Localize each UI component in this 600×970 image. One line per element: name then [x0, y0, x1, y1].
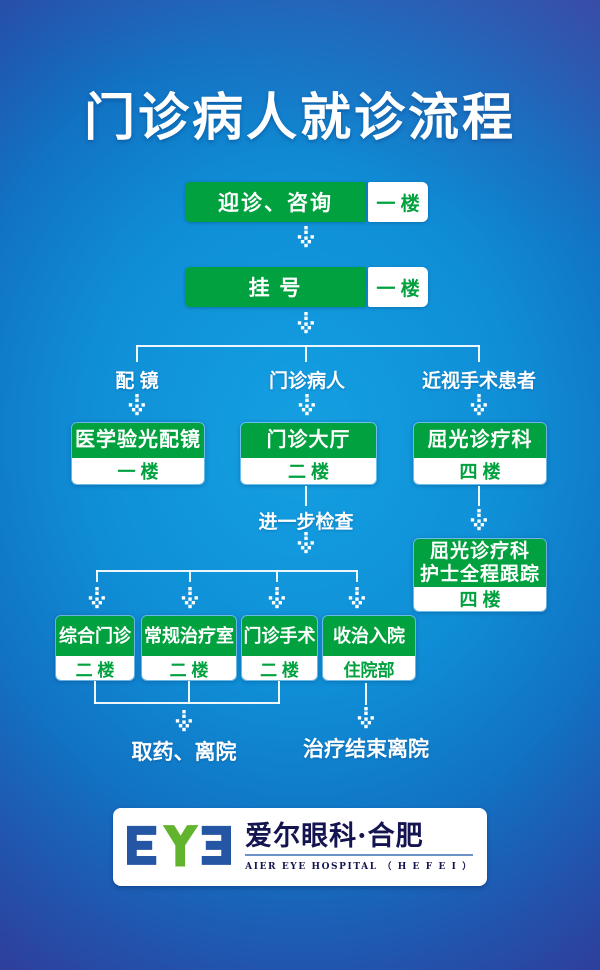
branch-label-optical: 配 镜 — [115, 371, 159, 392]
floor-tag: 二 楼 — [56, 656, 134, 680]
dotted-arrow-icon — [297, 532, 314, 554]
branch-label-myopia-surgery: 近视手术患者 — [421, 371, 537, 392]
logo-card: 爱尔眼科·合肥 AIER EYE HOSPITAL （ H E F E I ） — [113, 808, 487, 886]
connector-line — [276, 570, 278, 582]
dotted-arrow-icon — [175, 710, 192, 732]
further-check-label: 进一步检查 — [258, 512, 354, 533]
dept-box-admission: 收治入院 住院部 — [322, 615, 416, 681]
brand-block: 爱尔眼科·合肥 AIER EYE HOSPITAL （ H E F E I ） — [245, 822, 473, 872]
connector-line — [96, 570, 98, 582]
connector-line — [189, 570, 191, 582]
dept-name: 收治入院 — [323, 616, 415, 656]
dotted-arrow-icon — [181, 587, 198, 609]
step-box-reception: 迎诊、咨询 一 楼 — [185, 182, 428, 222]
floor-tag: 一 楼 — [368, 267, 428, 307]
dotted-arrow-icon — [128, 394, 145, 416]
dept-name: 综合门诊 — [56, 616, 134, 656]
dept-box-routine-treatment: 常规治疗室 二 楼 — [141, 615, 237, 681]
connector-line — [305, 345, 307, 362]
outcome-label-pharmacy-discharge: 取药、离院 — [131, 741, 237, 764]
connector-line — [136, 345, 138, 362]
dept-name-line2: 护士全程跟踪 — [419, 564, 540, 585]
step-box-registration: 挂 号 一 楼 — [185, 267, 428, 307]
floor-tag: 一 楼 — [368, 182, 428, 222]
outcome-label-treatment-discharge: 治疗结束离院 — [303, 738, 429, 761]
connector-line — [365, 683, 367, 705]
brand-divider — [245, 854, 473, 856]
dotted-arrow-icon — [297, 226, 314, 248]
connector-line — [96, 570, 358, 572]
dept-name: 门诊大厅 — [241, 423, 376, 458]
dept-box-refractive-followup: 屈光诊疗科 护士全程跟踪 四 楼 — [413, 538, 547, 612]
connector-line — [356, 570, 358, 582]
eye-logo-icon — [127, 825, 232, 867]
connector-line — [94, 702, 280, 704]
dept-box-optometry: 医学验光配镜 一 楼 — [71, 422, 205, 485]
branch-label-outpatient: 门诊病人 — [268, 371, 346, 392]
floor-tag: 二 楼 — [142, 656, 236, 680]
dotted-arrow-icon — [357, 707, 374, 729]
dept-box-general-clinic: 综合门诊 二 楼 — [55, 615, 135, 681]
connector-line — [136, 345, 480, 347]
connector-line — [478, 486, 480, 506]
dept-name: 屈光诊疗科 — [414, 423, 546, 458]
dotted-arrow-icon — [348, 587, 365, 609]
floor-tag: 住院部 — [323, 656, 415, 680]
dept-name: 常规治疗室 — [142, 616, 236, 656]
connector-line — [94, 681, 96, 704]
floor-tag: 二 楼 — [241, 458, 376, 484]
dotted-arrow-icon — [470, 394, 487, 416]
connector-line — [305, 486, 307, 506]
step-label: 挂 号 — [185, 267, 366, 307]
brand-name-cn: 爱尔眼科·合肥 — [245, 821, 424, 852]
dotted-arrow-icon — [268, 587, 285, 609]
brand-name-en: AIER EYE HOSPITAL （ H E F E I ） — [245, 862, 473, 872]
dotted-arrow-icon — [470, 509, 487, 531]
page-title: 门诊病人就诊流程 — [83, 88, 517, 148]
dept-name: 门诊手术 — [242, 616, 317, 656]
dotted-arrow-icon — [297, 312, 314, 334]
connector-line — [478, 345, 480, 362]
floor-tag: 一 楼 — [72, 458, 204, 484]
dept-box-outpatient-hall: 门诊大厅 二 楼 — [240, 422, 377, 485]
connector-line — [278, 681, 280, 704]
connector-line — [188, 681, 190, 704]
floor-tag: 四 楼 — [414, 458, 546, 484]
dept-name-line1: 屈光诊疗科 — [429, 541, 530, 562]
step-label: 迎诊、咨询 — [185, 182, 366, 222]
floor-tag: 四 楼 — [414, 587, 546, 611]
dept-box-outpatient-surgery: 门诊手术 二 楼 — [241, 615, 318, 681]
dept-box-refractive: 屈光诊疗科 四 楼 — [413, 422, 547, 485]
dept-name: 医学验光配镜 — [72, 423, 204, 458]
dotted-arrow-icon — [298, 394, 315, 416]
dotted-arrow-icon — [88, 587, 105, 609]
floor-tag: 二 楼 — [242, 656, 317, 680]
